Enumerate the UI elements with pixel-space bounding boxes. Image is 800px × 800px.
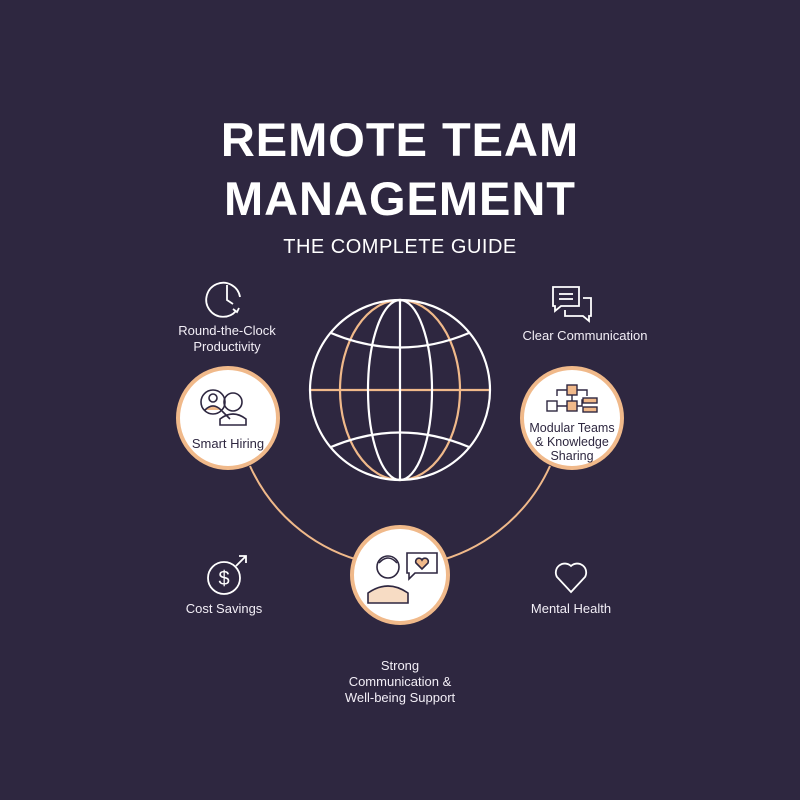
cost-savings-label: Cost Savings xyxy=(185,601,263,616)
globe-icon xyxy=(308,298,492,482)
org-chart-icon xyxy=(546,384,598,413)
heart-icon xyxy=(554,562,588,594)
label-line: Strong xyxy=(380,658,420,673)
dollar-arrow-icon xyxy=(207,555,247,595)
person-search-icon xyxy=(200,389,247,426)
clock-icon xyxy=(205,281,241,318)
strong-communication-label: Strong Communication & Well-being Suppor… xyxy=(320,658,480,706)
connector-arc xyxy=(249,465,359,561)
person-heart-chat-icon xyxy=(367,552,438,604)
clear-communication-label: Clear Communication xyxy=(522,328,648,343)
label-line: Well-being Support xyxy=(344,690,456,705)
connector-arc xyxy=(441,465,551,561)
label-line: Productivity xyxy=(193,339,261,354)
label-line: Modular Teams xyxy=(529,421,615,435)
modular-teams-label: Modular Teams & Knowledge Sharing xyxy=(517,421,627,463)
title-line-1: REMOTE TEAM xyxy=(220,113,580,166)
strong-communication-circle xyxy=(350,525,450,625)
title-line-2: MANAGEMENT xyxy=(223,172,577,225)
round-the-clock-label: Round-the-Clock Productivity xyxy=(147,323,307,355)
modular-teams-circle xyxy=(520,366,624,470)
subtitle: THE COMPLETE GUIDE xyxy=(283,236,517,258)
mental-health-label: Mental Health xyxy=(530,601,612,616)
chat-bubbles-icon xyxy=(552,286,592,323)
label-line: Round-the-Clock xyxy=(178,323,276,338)
label-line: Sharing xyxy=(550,449,594,463)
smart-hiring-label: Smart Hiring xyxy=(191,436,265,451)
label-line: & Knowledge xyxy=(535,435,609,449)
dollar-sign: $ xyxy=(218,568,229,590)
label-line: Communication & xyxy=(348,674,452,689)
